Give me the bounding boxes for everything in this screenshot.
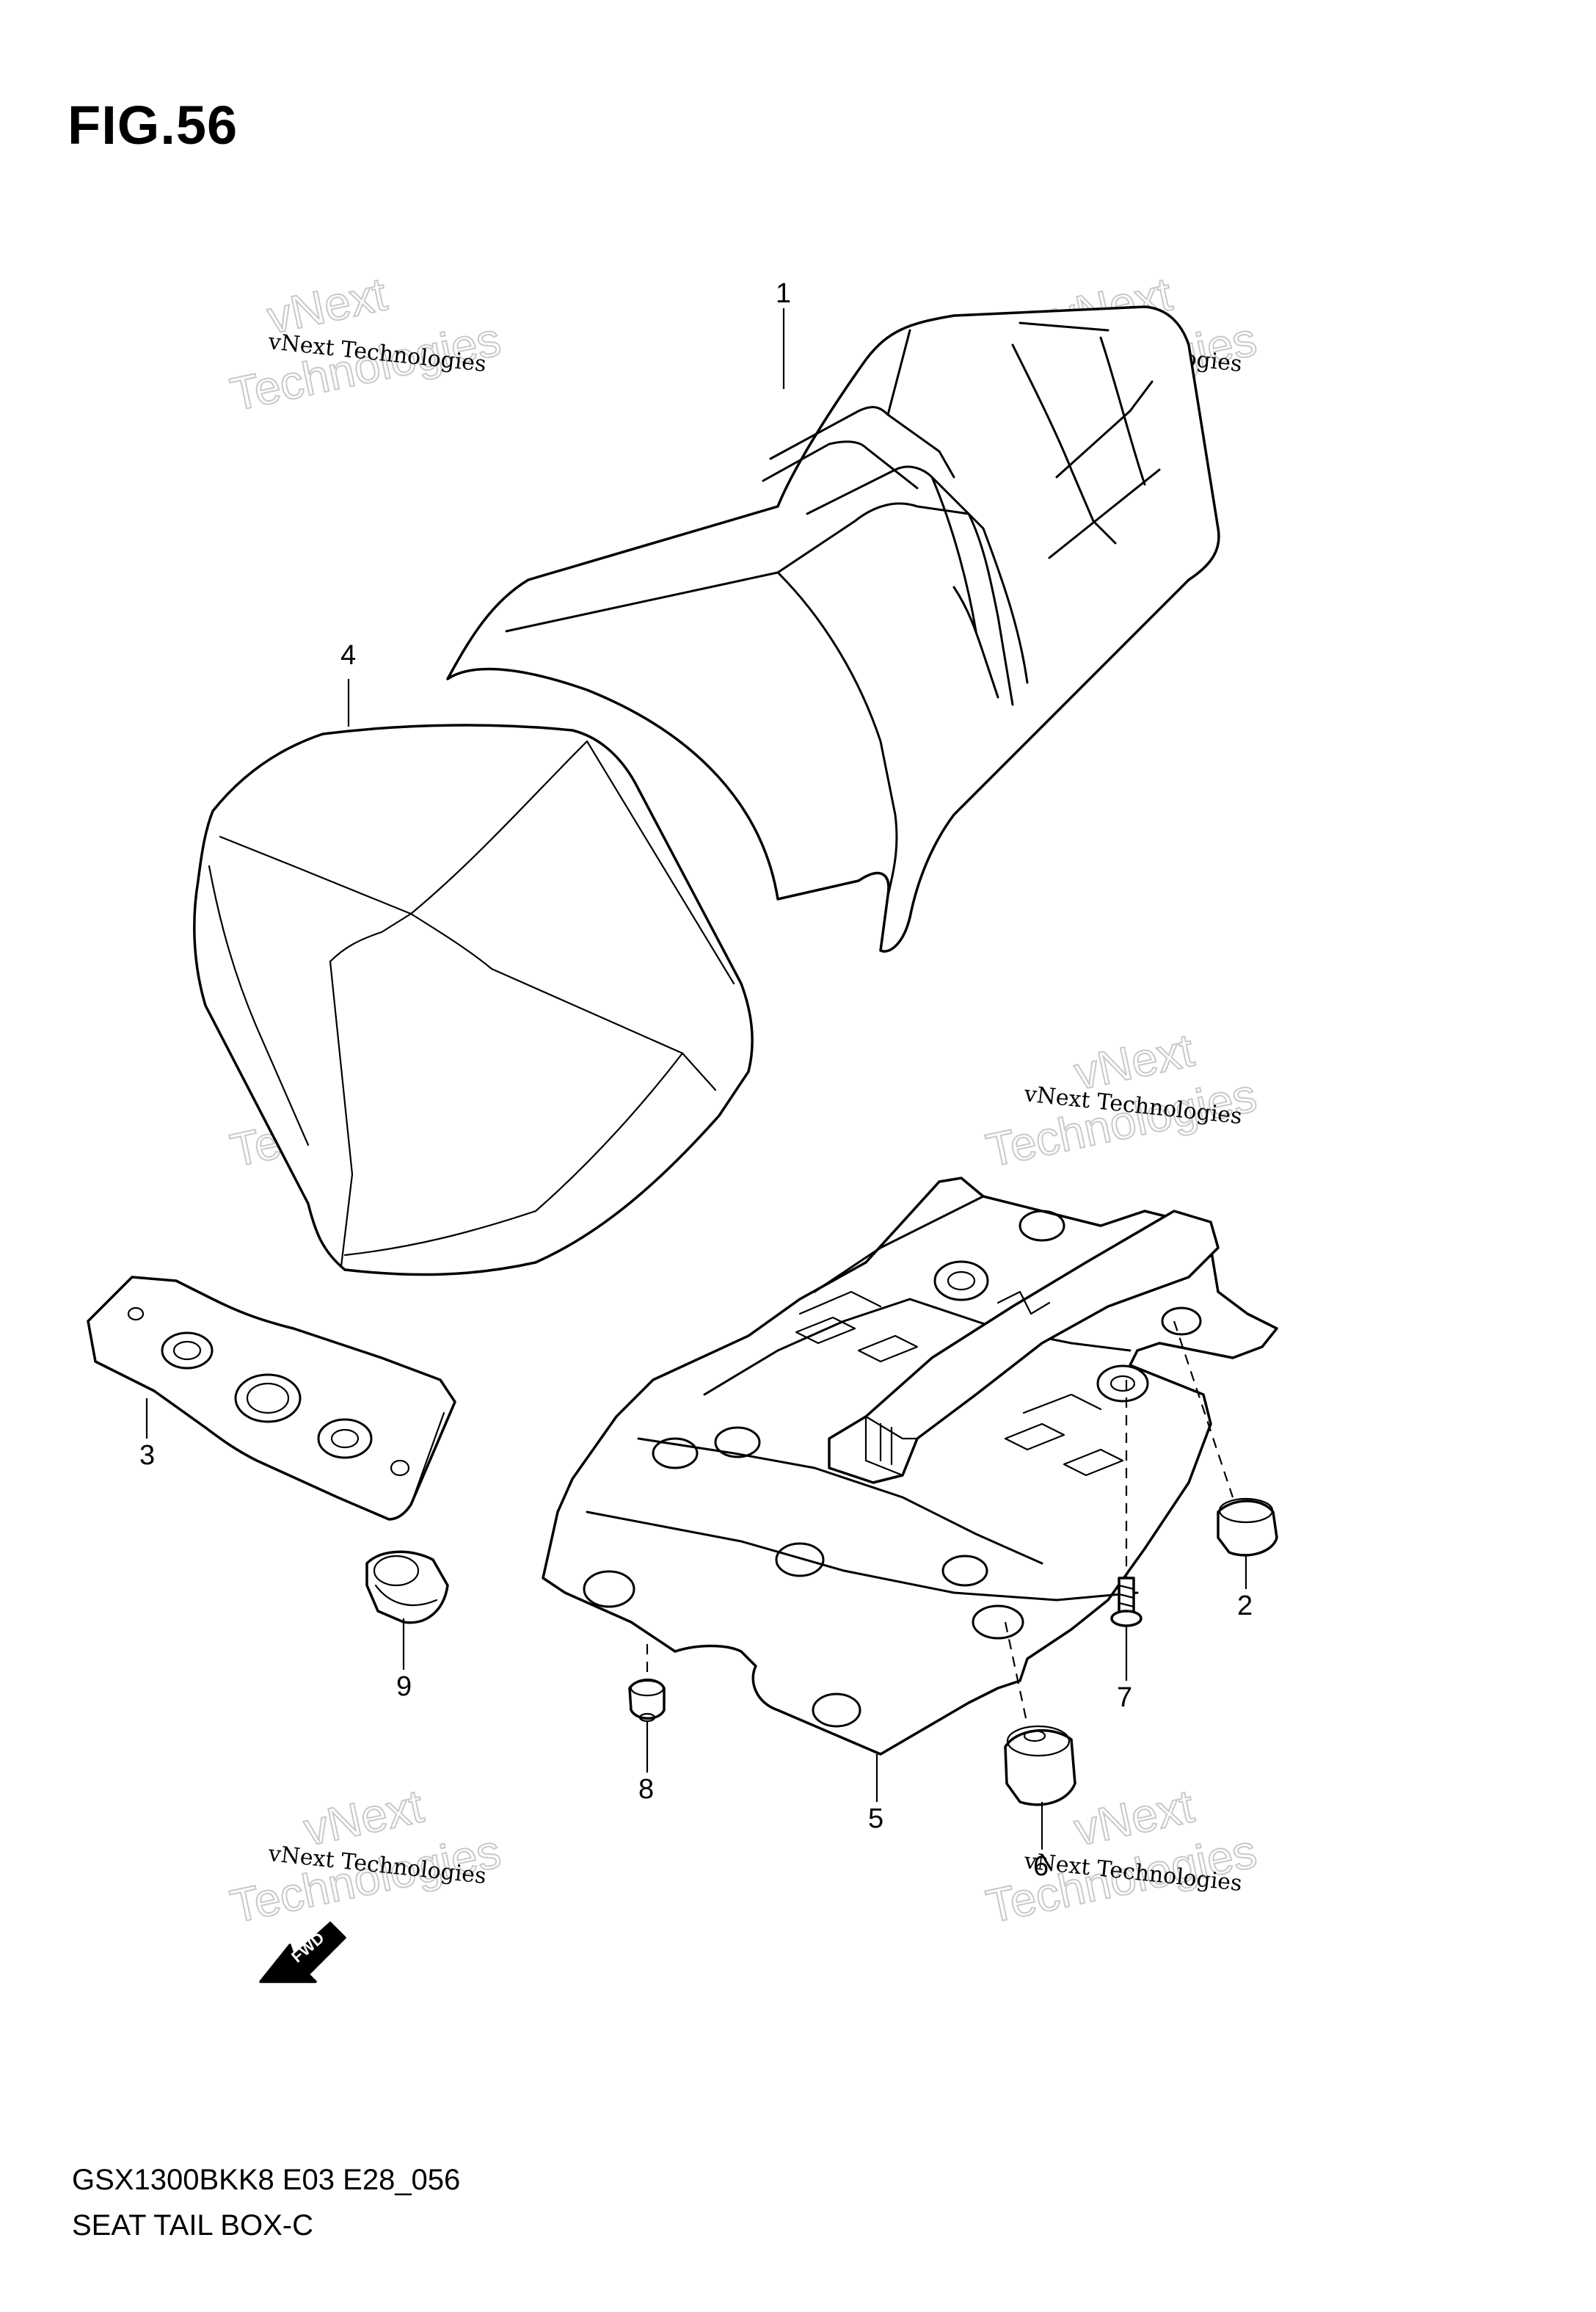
callout-labels: 1 4 3 9 2 7 8 5 6 <box>139 278 1253 1882</box>
part-8-nut[interactable] <box>628 1679 666 1723</box>
callout-1: 1 <box>776 278 791 309</box>
leader-lines <box>145 308 1247 1850</box>
part-4-seat-pad[interactable] <box>193 724 754 1276</box>
watermark-bottom-left: vNext Technologies vNext Technologies <box>225 1778 506 1933</box>
part-3-bracket-plate[interactable] <box>87 1276 456 1521</box>
callout-9: 9 <box>396 1671 412 1702</box>
fwd-direction-arrow: FWD <box>259 1922 346 1983</box>
model-code: GSX1300BKK8 E03 E28_056 <box>72 2164 461 2196</box>
part-6-damper[interactable] <box>1004 1725 1076 1806</box>
callout-8: 8 <box>638 1774 654 1805</box>
watermark-top-left: vNext Technologies vNext Technologies <box>225 266 506 421</box>
callout-5: 5 <box>868 1803 883 1834</box>
part-7-screw[interactable] <box>1110 1577 1143 1627</box>
callout-4: 4 <box>340 640 356 671</box>
part-1-seat-tail-cover[interactable] <box>446 305 1220 953</box>
section-name: SEAT TAIL BOX-C <box>72 2209 313 2242</box>
part-9-grommet[interactable] <box>365 1550 449 1624</box>
watermark-mid-right: vNext Technologies vNext Technologies <box>981 1022 1261 1177</box>
part-2-cushion[interactable] <box>1217 1497 1278 1557</box>
callout-3: 3 <box>139 1440 155 1471</box>
callout-7: 7 <box>1117 1682 1132 1713</box>
callout-2: 2 <box>1237 1591 1253 1621</box>
part-5-tail-box-tray[interactable] <box>542 1177 1278 1756</box>
figure-title: FIG.56 <box>68 95 238 156</box>
callout-6: 6 <box>1033 1851 1049 1882</box>
